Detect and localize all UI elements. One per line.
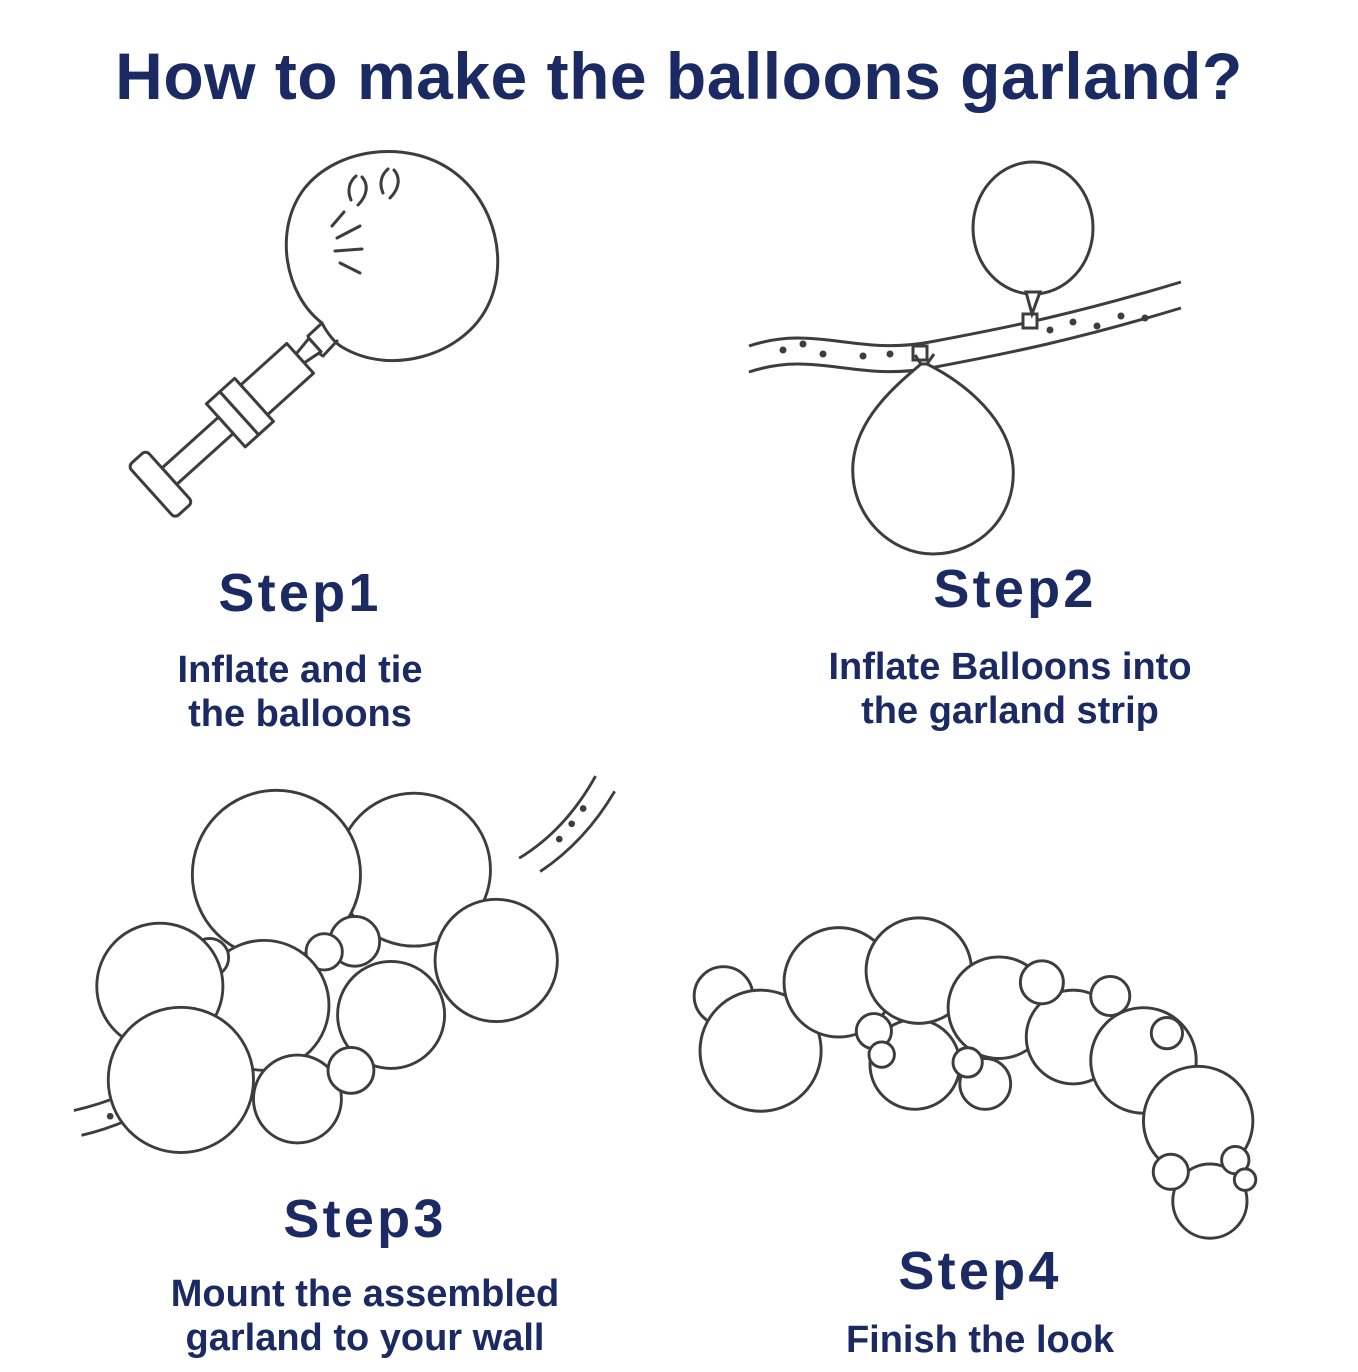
step1-illustration xyxy=(90,125,570,565)
step3-illustration xyxy=(50,755,650,1185)
garland-arch-icon xyxy=(692,916,1258,1240)
hand-pump-icon xyxy=(128,336,323,518)
step2-caption: Inflate Balloons into the garland strip xyxy=(760,645,1260,733)
page-title: How to make the balloons garland? xyxy=(115,39,1243,114)
step4-caption: Finish the look xyxy=(780,1318,1180,1362)
garland-strip-icon xyxy=(748,160,1182,556)
strip-lines xyxy=(748,280,1182,374)
step2-caption-line-1: Inflate Balloons into xyxy=(828,646,1192,688)
step1-caption-line-2: the balloons xyxy=(188,693,412,735)
inflated-balloon-icon xyxy=(284,150,500,362)
balloon-cluster-icon xyxy=(73,775,616,1154)
step1-caption-line-1: Inflate and tie xyxy=(177,649,423,691)
step1-label: Step1 xyxy=(218,563,382,623)
cluster-balloons xyxy=(95,788,559,1154)
step2-caption-line-2: the garland strip xyxy=(861,690,1159,732)
step3-caption-line-1: Mount the assembled xyxy=(170,1273,560,1315)
step3-caption: Mount the assembled garland to your wall xyxy=(85,1272,645,1360)
step3-caption-line-2: garland to your wall xyxy=(185,1317,545,1359)
step2-label: Step2 xyxy=(933,559,1097,619)
step2-illustration xyxy=(745,118,1185,588)
arch-balloons xyxy=(692,916,1258,1240)
balloon-pump-icon xyxy=(128,150,500,518)
step1-caption: Inflate and tie the balloons xyxy=(100,648,500,736)
step3-label: Step3 xyxy=(283,1189,447,1249)
upper-balloon-icon xyxy=(971,160,1095,296)
lower-balloon-icon xyxy=(851,362,1015,556)
strip-balloons xyxy=(851,160,1095,556)
step4-caption-line-1: Finish the look xyxy=(845,1319,1115,1361)
strip-holes xyxy=(779,312,1149,360)
step4-illustration xyxy=(650,828,1340,1248)
step4-label: Step4 xyxy=(898,1241,1062,1301)
